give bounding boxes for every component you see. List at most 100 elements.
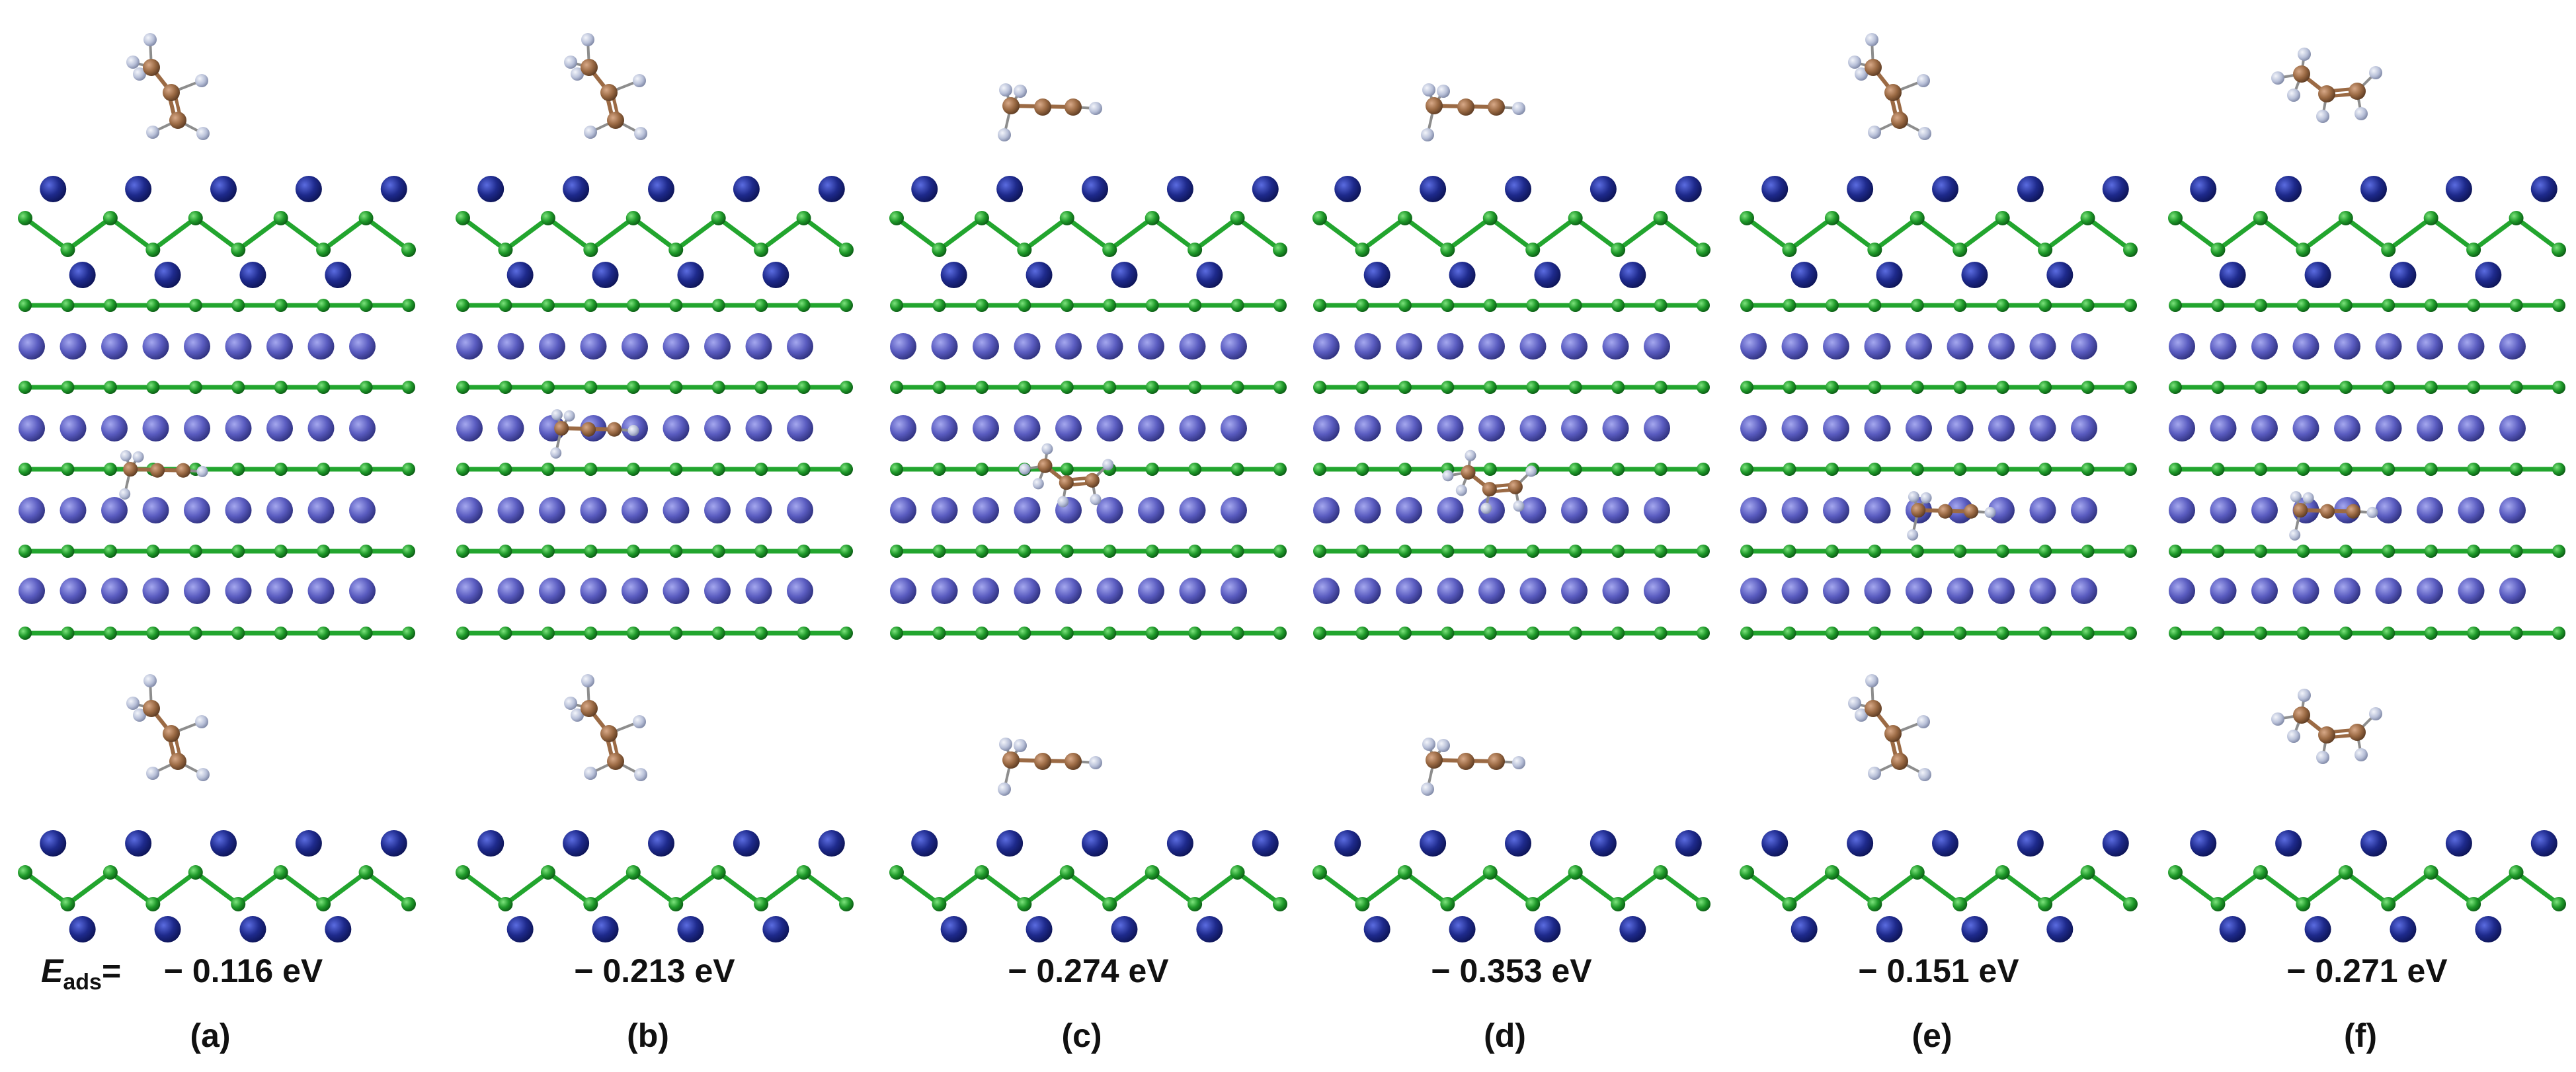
metal-atom (1396, 333, 1422, 360)
nonmetal-atom (2552, 243, 2566, 257)
nonmetal-atom (1103, 381, 1117, 394)
bond (65, 870, 113, 907)
panel-label-c: (c) (1061, 1017, 1102, 1054)
bond (2258, 215, 2306, 252)
metal-atom (2169, 497, 2195, 523)
nonmetal-atom (1188, 545, 1202, 558)
nonmetal-atom (754, 627, 768, 640)
metal-atom (1014, 333, 1041, 360)
metal-atom (2275, 830, 2302, 857)
hydrogen-atom (1057, 496, 1069, 508)
carbon-atom (163, 725, 180, 742)
nonmetal-atom (273, 211, 288, 225)
metal-atom (1876, 262, 1903, 288)
nonmetal-atom (19, 299, 32, 312)
nonmetal-atom (1103, 627, 1117, 640)
metal-atom (1561, 578, 1588, 604)
nonmetal-atom (1868, 545, 1882, 558)
metal-atom (1947, 333, 1974, 360)
bond (2386, 870, 2434, 907)
metal-atom (539, 578, 565, 604)
hydrogen-atom (195, 74, 208, 87)
metal-atom (2071, 578, 2097, 604)
nonmetal-atom (839, 243, 854, 257)
nonmetal-atom (1740, 211, 1754, 225)
nonmetal-atom (61, 463, 75, 476)
nonmetal-atom (499, 299, 512, 312)
nonmetal-atom (1697, 545, 1710, 558)
nonmetal-atom (188, 545, 202, 558)
nonmetal-atom (1525, 897, 1541, 911)
nonmetal-atom (1910, 545, 1924, 558)
metal-atom (1740, 415, 1767, 441)
bond (1192, 870, 1240, 907)
hydrogen-atom (2289, 529, 2301, 541)
nonmetal-atom (1696, 897, 1711, 911)
nonmetal-atom (974, 865, 989, 880)
hydrogen-atom (126, 697, 140, 710)
nonmetal-atom (2296, 463, 2310, 476)
bond (2471, 870, 2519, 907)
metal-atom (2375, 497, 2402, 523)
bond (894, 870, 942, 907)
nonmetal-atom (890, 463, 903, 476)
bond (2215, 870, 2263, 907)
hydrogen-atom (1019, 463, 1031, 475)
nonmetal-atom (2382, 299, 2395, 312)
metal-atom (973, 578, 999, 604)
metal-atom (787, 333, 813, 360)
metal-atom (2445, 830, 2472, 857)
hydrogen-atom (1865, 33, 1878, 46)
nonmetal-atom (711, 211, 726, 225)
metal-atom (1947, 415, 1974, 441)
nonmetal-atom (1188, 381, 1202, 394)
metal-atom (154, 262, 181, 288)
hydrogen-atom (196, 465, 208, 477)
carbon-atom (1457, 98, 1474, 116)
hydrogen-atom (196, 768, 210, 781)
metal-atom (677, 262, 704, 288)
metal-atom (1096, 415, 1123, 441)
metal-atom (745, 497, 772, 523)
bond (321, 870, 369, 907)
nonmetal-atom (2124, 381, 2137, 394)
hydrogen-atom (571, 67, 584, 81)
nonmetal-atom (797, 545, 811, 558)
hydrogen-atom (581, 33, 594, 46)
nonmetal-atom (2382, 545, 2395, 558)
metal-atom (239, 916, 266, 942)
bond (2343, 870, 2391, 907)
nonmetal-atom (1145, 299, 1159, 312)
metal-atom (1138, 415, 1164, 441)
nonmetal-atom (2169, 627, 2182, 640)
nonmetal-atom (1568, 381, 1582, 394)
panel-label-d: (d) (1484, 1017, 1526, 1054)
metal-atom (2334, 578, 2360, 604)
metal-atom (704, 333, 731, 360)
nonmetal-atom (1995, 211, 2010, 225)
nonmetal-atom (1868, 299, 1882, 312)
nonmetal-atom (103, 299, 117, 312)
nonmetal-atom (102, 211, 118, 225)
nonmetal-atom (1018, 381, 1031, 394)
hydrogen-atom (143, 674, 157, 687)
metal-atom (497, 578, 524, 604)
metal-atom (2499, 578, 2526, 604)
nonmetal-atom (796, 865, 811, 880)
metal-atom (1906, 333, 1932, 360)
nonmetal-atom (669, 463, 683, 476)
carbon-atom (1065, 98, 1082, 116)
metal-atom (1561, 333, 1588, 360)
nonmetal-atom (499, 463, 512, 476)
metal-atom (1675, 176, 1702, 202)
bond (2258, 870, 2306, 907)
metal-atom (1534, 916, 1561, 942)
metal-atom (1781, 415, 1808, 441)
metal-atom (1519, 497, 1547, 523)
nonmetal-atom (975, 627, 988, 640)
metal-atom (497, 415, 524, 441)
nonmetal-atom (584, 299, 598, 312)
nonmetal-atom (456, 463, 469, 476)
nonmetal-atom (401, 243, 416, 257)
bond (1235, 215, 1283, 252)
